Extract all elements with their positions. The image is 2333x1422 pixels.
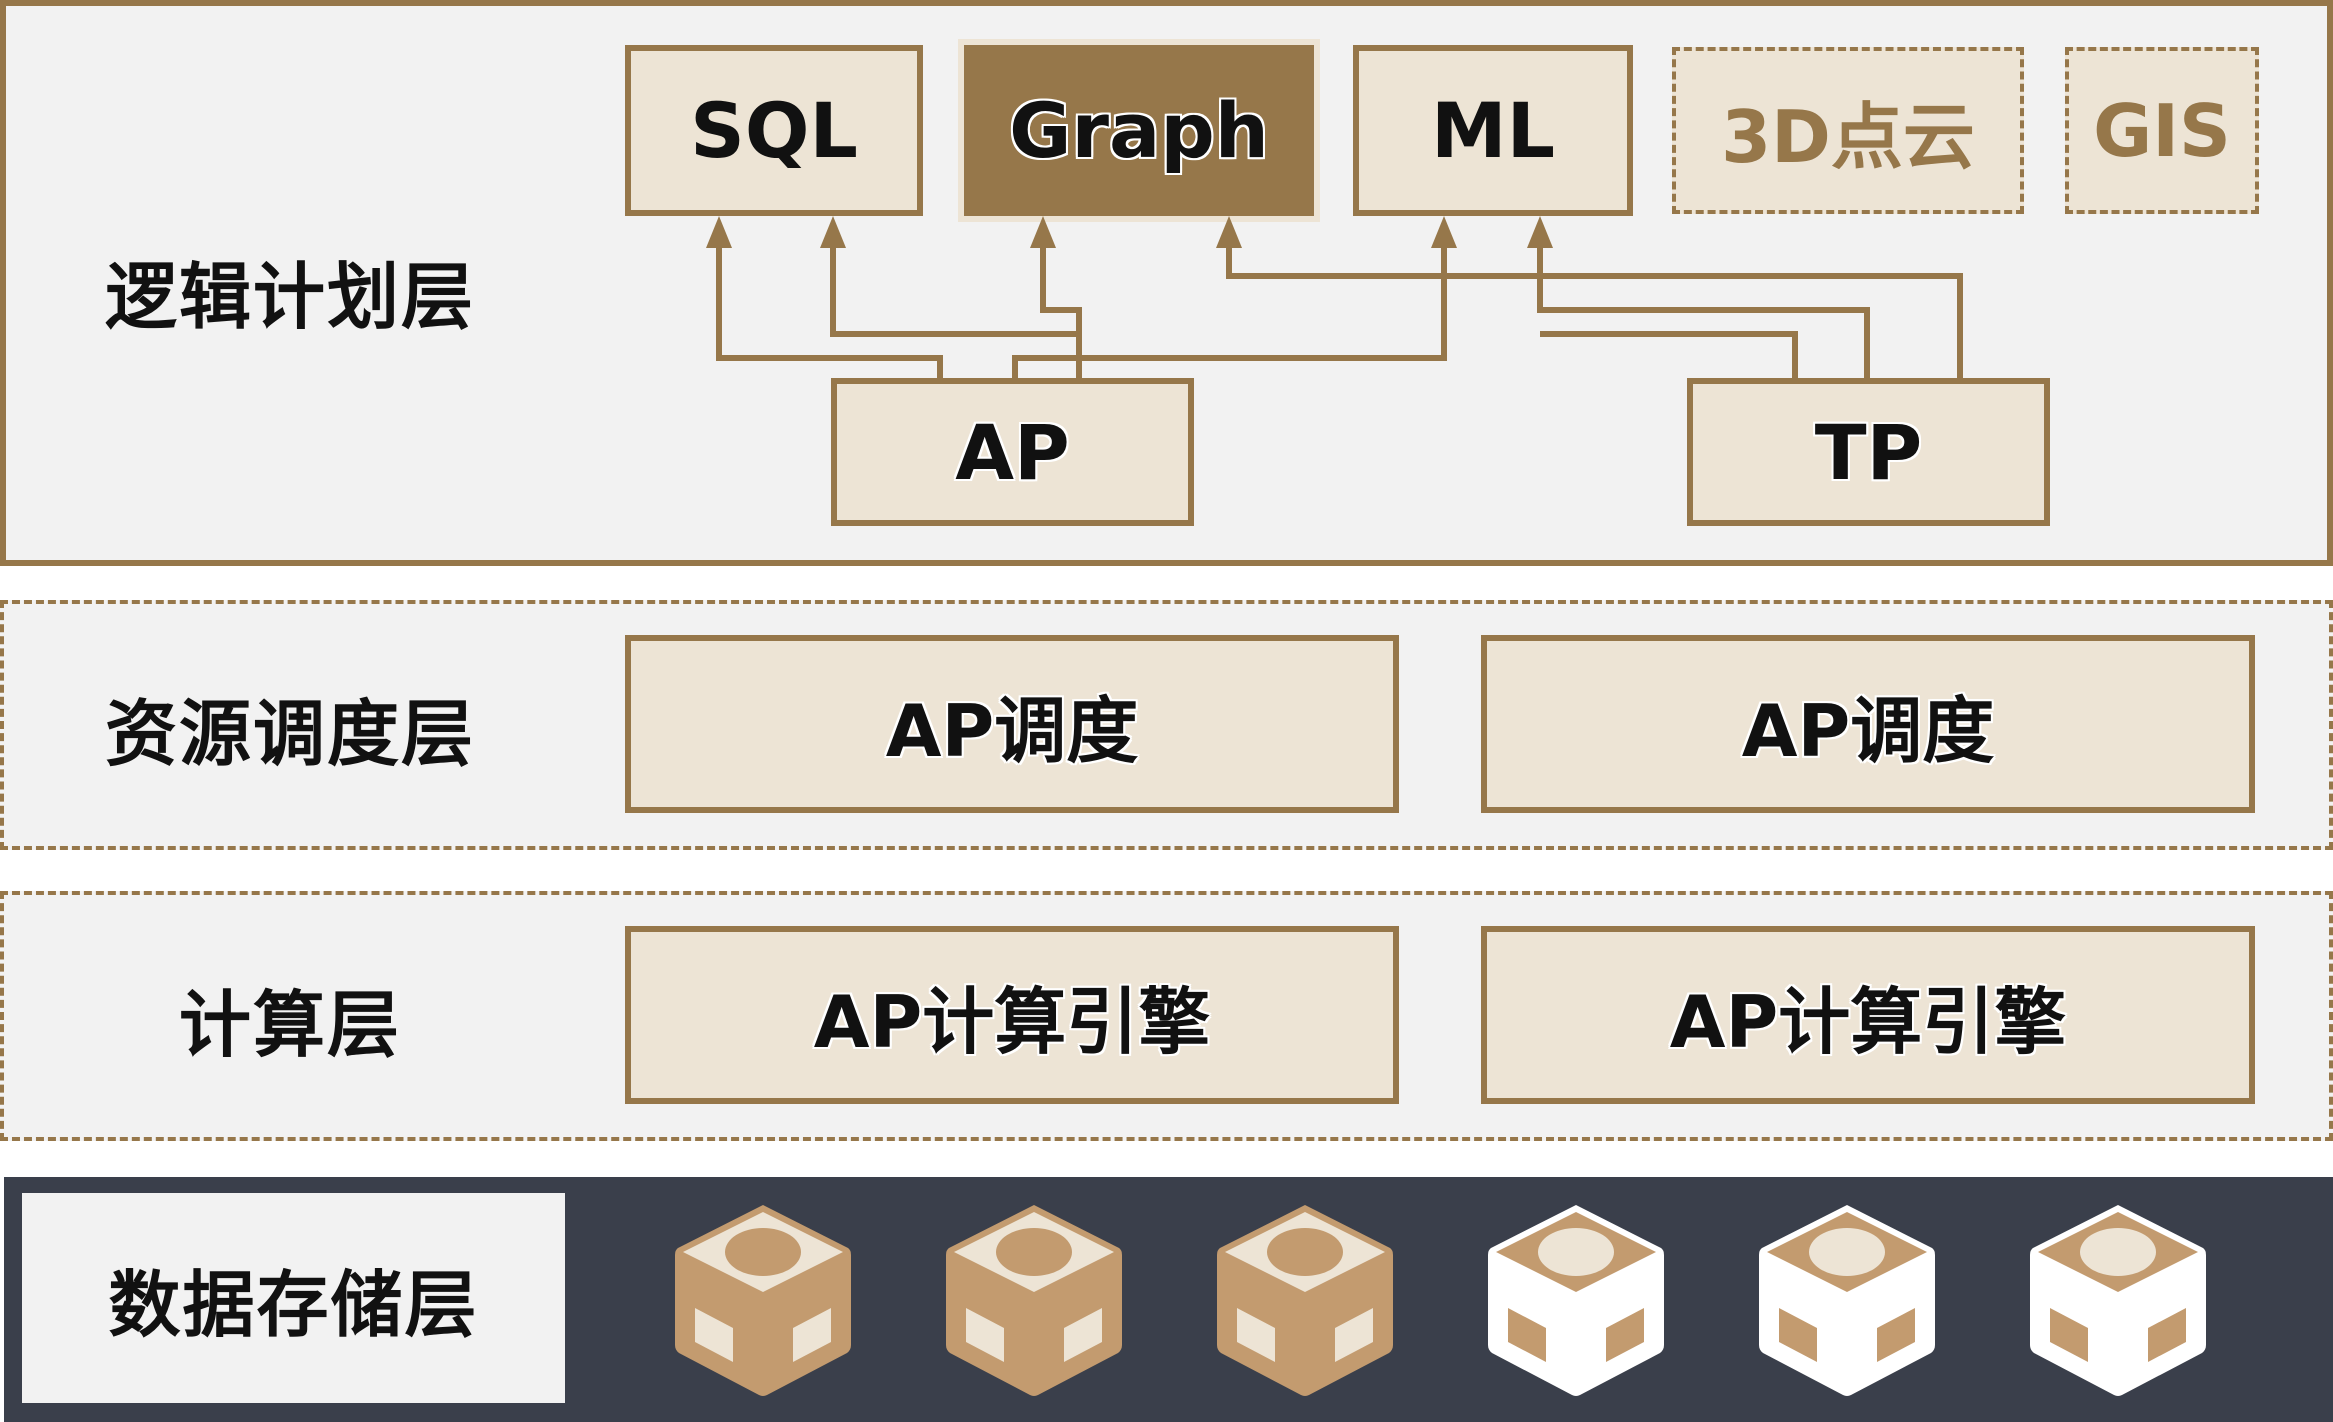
scheduling-layer-label: 资源调度层 (104, 691, 475, 776)
arrow-head-sql-a (706, 216, 732, 248)
ap-compute-engine-box-2[interactable]: AP计算引擎 (1481, 926, 2255, 1104)
ap-compute-engine-box-2-label: AP计算引擎 (1669, 979, 2067, 1064)
ap-compute-engine-box-1-label: AP计算引擎 (813, 979, 1211, 1064)
storage-node-icon (946, 1205, 1122, 1396)
storage-node-icon (675, 1205, 851, 1396)
storage-node-icon (1759, 1205, 1935, 1396)
arrow-head-sql-b (820, 216, 846, 248)
arrow-head-graph-b (1216, 216, 1242, 248)
pointcloud-box[interactable]: 3D点云 (1672, 47, 2024, 214)
sql-box-label: SQL (690, 86, 858, 175)
connector-ap-ml (1012, 242, 1447, 378)
tp-plan-box-label: TP (1814, 407, 1923, 497)
gis-box-label: GIS (2093, 88, 2231, 173)
storage-layer-label: 数据存储层 (22, 1193, 565, 1403)
logic-plan-layer-label: 逻辑计划层 (104, 254, 475, 339)
ap-plan-box-label: AP (955, 407, 1070, 497)
ap-compute-engine-box-1[interactable]: AP计算引擎 (625, 926, 1399, 1104)
storage-node-icon (2030, 1205, 2206, 1396)
storage-layer-label-text: 数据存储层 (108, 1262, 479, 1347)
storage-node-icon (1488, 1205, 1664, 1396)
compute-layer-label: 计算层 (178, 982, 401, 1067)
gis-box[interactable]: GIS (2065, 47, 2259, 214)
ap-scheduling-box-1-label: AP调度 (885, 688, 1139, 773)
arrow-head-graph-a (1030, 216, 1056, 248)
ml-box-label: ML (1430, 86, 1556, 175)
connector-ap-graph (1040, 242, 1082, 378)
ap-plan-box[interactable]: AP (831, 378, 1194, 526)
tp-plan-box[interactable]: TP (1687, 378, 2050, 526)
graph-box-label: Graph (1009, 86, 1269, 175)
storage-node-icon (1217, 1205, 1393, 1396)
ap-scheduling-box-2-label: AP调度 (1741, 688, 1995, 773)
sql-box[interactable]: SQL (625, 45, 923, 216)
arrow-head-ml-b (1527, 216, 1553, 248)
ap-scheduling-box-2[interactable]: AP调度 (1481, 635, 2255, 813)
connector-ap-sql-a (716, 242, 943, 378)
graph-box[interactable]: Graph (958, 39, 1320, 222)
ml-box[interactable]: ML (1353, 45, 1633, 216)
ap-scheduling-box-1[interactable]: AP调度 (625, 635, 1399, 813)
pointcloud-box-label: 3D点云 (1721, 95, 1975, 179)
arrow-head-ml-a (1431, 216, 1457, 248)
connector-tp-ml-a (1537, 242, 1870, 378)
connector-tp-graph (1226, 242, 1963, 378)
connector-tp-ml-b (1540, 331, 1798, 378)
